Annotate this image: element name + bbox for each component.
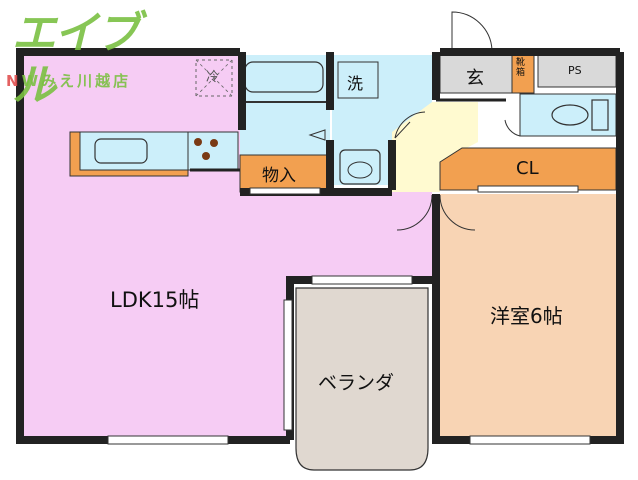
- logo-sub-rest: Wみえ川越店: [21, 72, 132, 90]
- western-room: [440, 194, 616, 440]
- washer-label: 洗: [347, 74, 364, 93]
- western-label: 洋室6帖: [490, 304, 563, 328]
- burner-icon: [202, 152, 210, 160]
- entrance-label: 玄: [466, 68, 484, 89]
- bathtub-icon: [244, 61, 324, 93]
- closet-label: CL: [516, 158, 539, 179]
- stove-area: [187, 131, 239, 171]
- washer-space: [337, 61, 379, 99]
- storage-room: [239, 154, 329, 193]
- window: [477, 185, 579, 193]
- logo-sub: NWみえ川越店: [6, 70, 131, 91]
- logo-main: エイブル: [12, 8, 140, 111]
- storage-label: 物入: [262, 166, 296, 186]
- burner-icon: [194, 138, 202, 146]
- logo: エイブル NWみえ川越店: [6, 8, 166, 111]
- veranda-area: [295, 287, 429, 471]
- toilet-icon: [551, 104, 589, 126]
- fridge-label: 冷: [206, 70, 220, 85]
- window: [311, 275, 413, 285]
- fridge-space: [195, 59, 233, 97]
- ldk-label: LDK15帖: [110, 288, 200, 312]
- logo-sub-n: N: [6, 72, 22, 90]
- ps-space: [537, 54, 617, 88]
- hall: [392, 102, 478, 192]
- shoe-box-label: 靴箱: [516, 58, 526, 78]
- veranda-label: ベランダ: [318, 372, 395, 394]
- ps-label: PS: [568, 64, 582, 77]
- window: [107, 435, 229, 445]
- window: [249, 187, 321, 195]
- window: [469, 435, 591, 445]
- window: [283, 299, 293, 431]
- burner-icon: [210, 139, 218, 147]
- sink-icon: [94, 138, 148, 164]
